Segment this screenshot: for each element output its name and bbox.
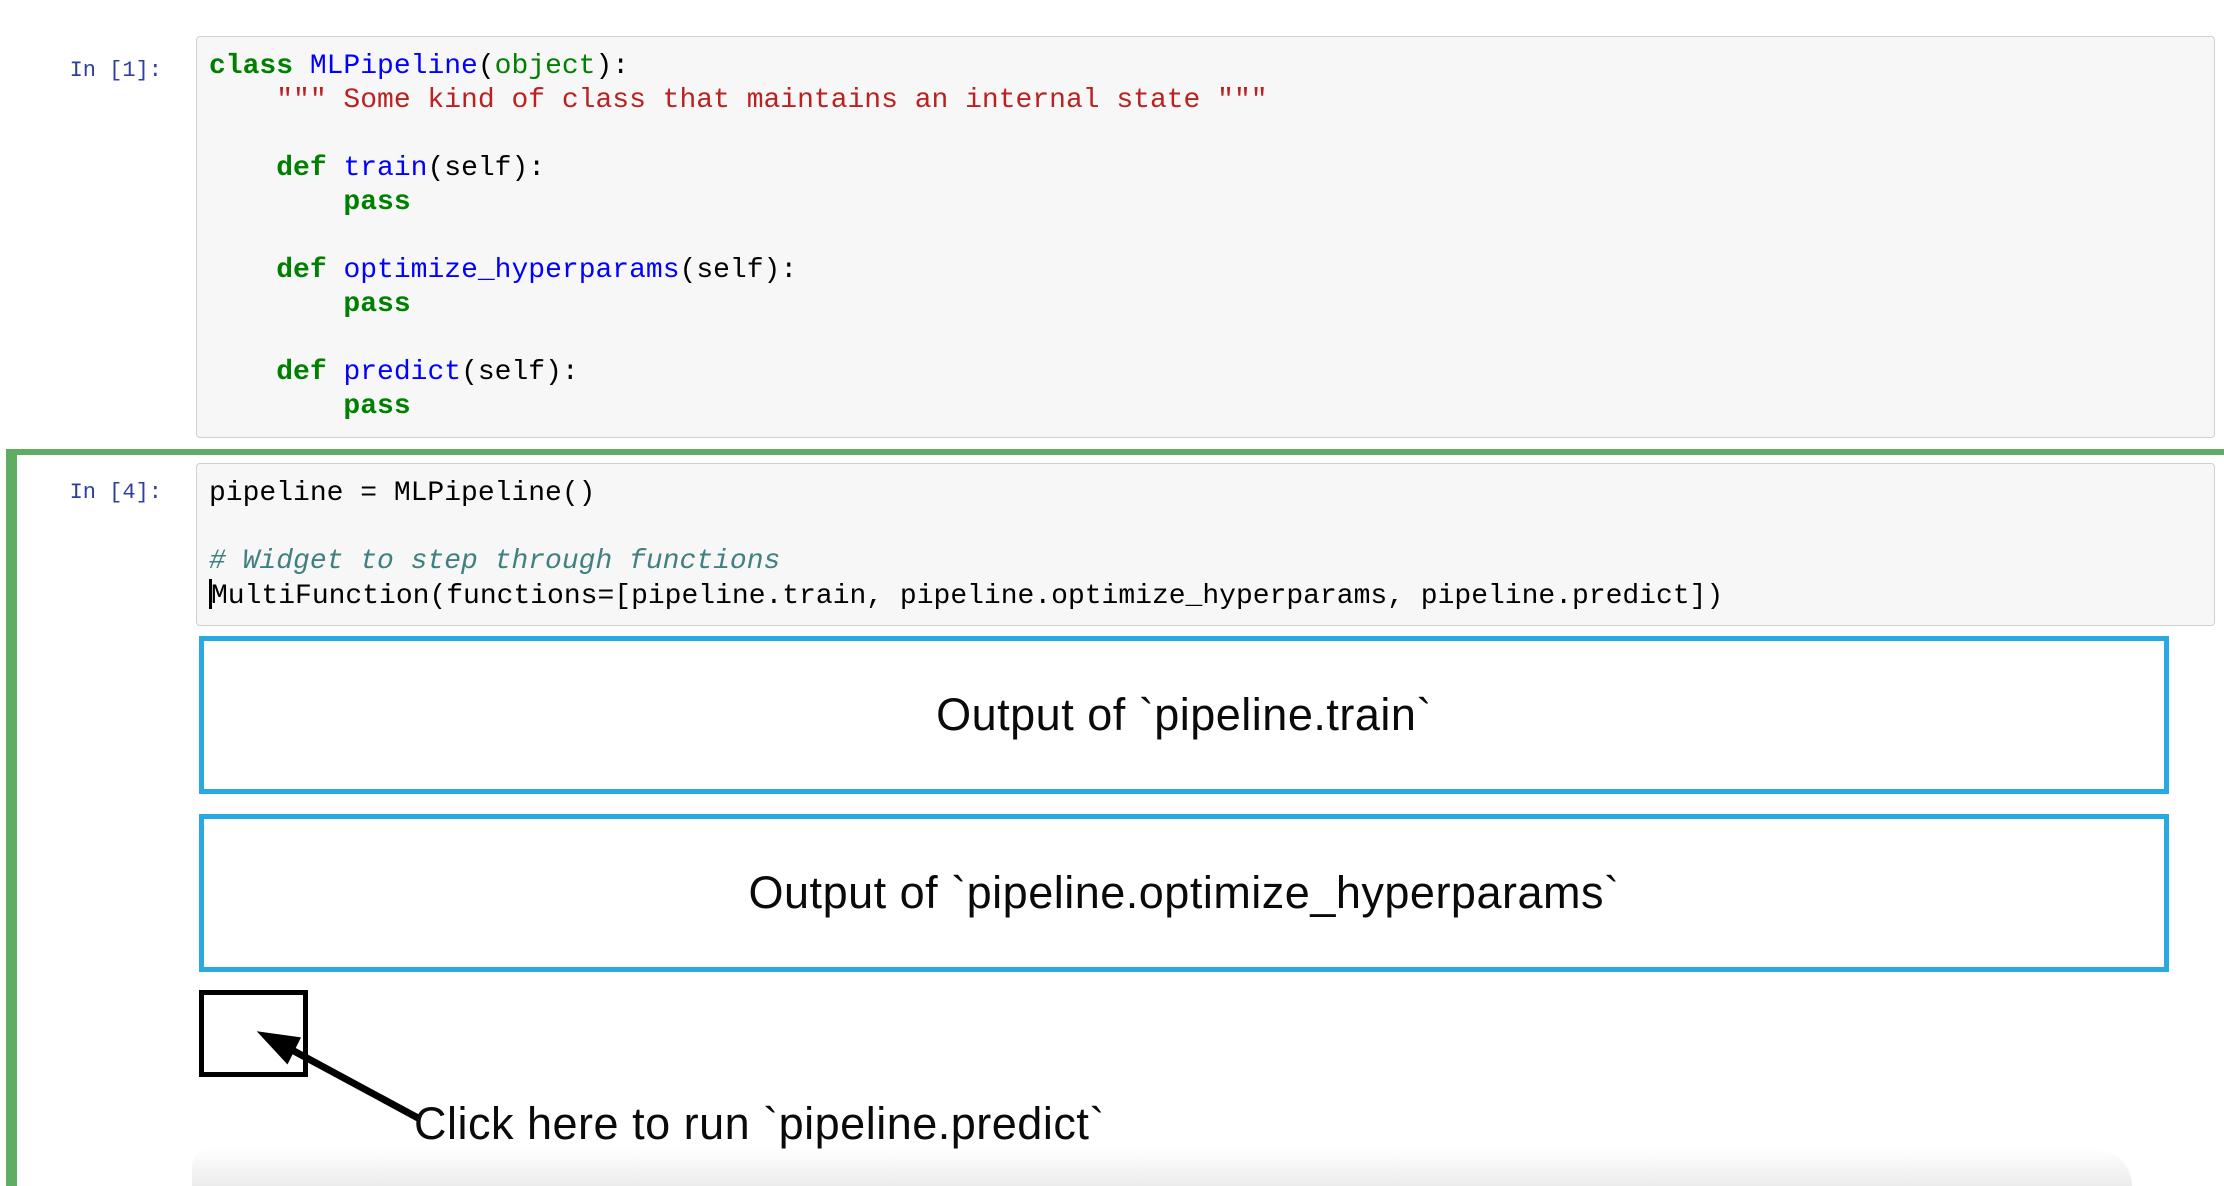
bottom-fade bbox=[192, 1148, 2132, 1186]
active-cell-border-left bbox=[6, 449, 17, 1186]
code-editor-1[interactable]: class MLPipeline(object): """ Some kind … bbox=[196, 36, 2215, 438]
annotation-caption: Click here to run `pipeline.predict` bbox=[414, 1098, 1105, 1149]
input-prompt-1: In [1]: bbox=[69, 58, 162, 83]
active-cell-border-top bbox=[6, 449, 2224, 455]
code-editor-2[interactable]: pipeline = MLPipeline() # Widget to step… bbox=[196, 463, 2215, 626]
output-optimize-label: Output of `pipeline.optimize_hyperparams… bbox=[748, 867, 1620, 918]
output-optimize-box: Output of `pipeline.optimize_hyperparams… bbox=[199, 814, 2169, 972]
code-content-2[interactable]: pipeline = MLPipeline() # Widget to step… bbox=[209, 478, 1724, 612]
input-prompt-2: In [4]: bbox=[69, 480, 162, 505]
output-train-box: Output of `pipeline.train` bbox=[199, 636, 2169, 794]
code-content-1[interactable]: class MLPipeline(object): """ Some kind … bbox=[209, 51, 1268, 422]
predict-run-button[interactable] bbox=[199, 990, 308, 1077]
text-cursor bbox=[209, 579, 212, 609]
output-train-label: Output of `pipeline.train` bbox=[936, 689, 1432, 740]
